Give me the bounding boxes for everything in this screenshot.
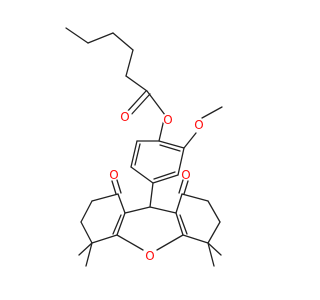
molecule-structure: O O O O O O [65,27,223,267]
bond-ring-inner-1 [159,144,181,152]
bond-right-methyl-2 [207,242,215,267]
atom-label-pyran: O [145,249,154,263]
bond-carbonyl-double-a [125,90,147,114]
bond-ring-2 [177,147,185,176]
atom-labels: O O O O O O [108,110,205,263]
bond-ring-inner-2 [153,171,176,180]
bond-right-1 [149,206,177,214]
bond-right-8 [175,193,183,214]
bond-left-methyl-2 [85,242,93,267]
atom-ester-carbonyl-o: O [120,110,132,124]
bond-ester-c-o [146,90,166,116]
bond-left-ketone-a [111,180,117,195]
atom-label-ester-carbonyl: O [120,110,129,124]
atom-ester-link-o: O [162,113,174,127]
bond-ring-inner-3 [134,143,141,166]
bond-carbonyl-double-b [129,93,151,117]
bond-right-ketone-b [183,180,189,195]
bond-aryl-o-methoxy [183,132,197,149]
bond-ring-5 [130,140,138,168]
hexanoyl-chain [65,27,148,92]
bond-left-5 [80,221,93,244]
bond-left-7 [91,193,119,202]
bond-ring-3 [152,174,179,184]
bond-left-ketone-b [116,179,122,194]
bond-right-3 [179,214,188,235]
bond-left-6 [80,200,93,223]
bond-right-5 [207,221,221,244]
bond-pyran-right [156,234,184,251]
bond-right-methyl-1 [207,242,222,256]
bond-methoxy-methyl [201,106,223,119]
bond-left-1 [124,206,151,214]
bond-chain-2 [87,32,114,44]
bond-chain-1 [65,27,89,44]
bond-chain-5 [125,75,148,92]
bond-left-3 [112,214,122,235]
right-cyclohexenone-ring [149,179,222,267]
atom-label-methoxy: O [194,118,203,132]
bond-ring-1 [158,140,185,149]
atom-ketone-left-o: O [108,168,120,182]
atom-label-ketone-right: O [181,168,190,182]
bond-left-4 [91,234,118,244]
bond-right-ketone-a [178,179,184,194]
bond-left-8 [117,193,126,214]
atom-ketone-right-o: O [180,168,192,182]
atom-label-ester-link: O [163,113,172,127]
bond-pyran-left [116,234,144,251]
bond-chain-4 [125,49,134,77]
atom-methoxy-o: O [193,118,205,132]
bond-right-6 [207,200,221,223]
bond-right-7 [181,193,209,202]
bond-right-4 [182,234,209,244]
bond-aryl-central [149,182,154,208]
atom-label-ketone-left: O [109,168,118,182]
bond-left-methyl-1 [78,242,93,256]
atom-pyran-o: O [144,249,156,263]
methoxy-group [183,106,223,149]
bond-ring-4 [130,166,154,184]
bond-right-2 [175,212,184,236]
left-cyclohexenone-ring [78,179,151,267]
bond-left-2 [116,212,126,236]
bond-chain-3 [112,32,134,51]
benzene-ring [130,140,185,184]
pyran-ring [116,234,184,251]
